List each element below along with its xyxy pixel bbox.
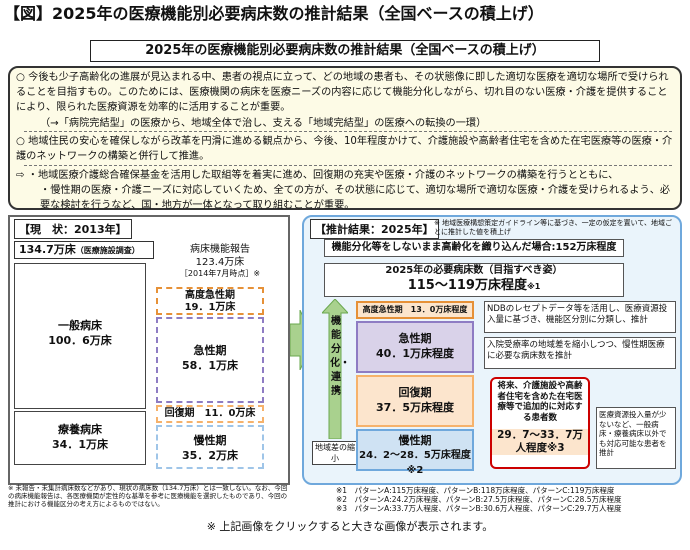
- low-resource-note: 医療資源投入量が少ないなど、一般病床・療養病床以外でも対応可能な患者を推計: [596, 407, 676, 469]
- home-care-value: 29．7～33．7万人程度※3: [492, 429, 588, 455]
- current-total-value: 134.7万床: [19, 243, 76, 256]
- policy-text-2: 地域住民の安心を確保しながら改革を円滑に進める観点から、今後、10年程度かけて、…: [16, 136, 673, 162]
- current-kyusei-label: 急性期: [193, 344, 227, 357]
- current-total-note: （医療施設調査）: [75, 246, 140, 255]
- report-title: 病床機能報告: [190, 244, 250, 255]
- ryoyo-bed-bar: 療養病床 34．1万床: [14, 411, 146, 465]
- policy-text-1: 今後も少子高齢化の進展が見込まれる中、患者の視点に立って、どの地域の患者も、その…: [16, 72, 669, 113]
- regional-gap-label: 地域差の縮小: [312, 441, 358, 465]
- estimate-kaifuku-value: 37．5万床程度: [376, 401, 454, 414]
- divider: [24, 131, 672, 132]
- estimate-kaifuku-bar: 回復期 37．5万床程度: [356, 375, 474, 427]
- current-header: 【現 状：2013年】: [14, 219, 132, 239]
- current-mansei-value: 35．2万床: [182, 449, 238, 462]
- home-care-title: 将来、介護施設や高齢者住宅を含めた在宅医療等で追加的に対応する患者数: [497, 381, 583, 423]
- note-1: ※1 パターンA:115万床程度、パターンB:118万床程度、パターンC:119…: [336, 486, 615, 495]
- current-kaifuku-bar: 回復期 11．0万床: [156, 405, 264, 423]
- ryoyo-bed-value: 34．1万床: [52, 438, 108, 451]
- policy-text-3b: 慢性期の医療・介護ニーズに対応していくため、全ての方が、その状態に応じて、適切な…: [40, 185, 671, 211]
- report-date: ［2014年7月時点］※: [179, 269, 261, 278]
- current-footnote: ※ 未報告・未集計病床数などがあり、現状の病床数（134.7万床）とは一致しない…: [8, 484, 288, 508]
- estimate-mansei-bar: 慢性期 24．2～28．5万床程度※2: [356, 429, 474, 476]
- report-value: 123.4万床: [195, 257, 245, 268]
- target-total: 2025年の必要病床数（目指すべき姿） 115～119万床程度※1: [324, 263, 624, 297]
- policy-text-3a: 地域医療介護総合確保基金を活用した取組等を着実に進め、回復期の充実や医療・介護の…: [37, 170, 619, 181]
- current-mansei-bar: 慢性期 35．2万床: [156, 425, 264, 469]
- current-kodo-value: 19．1万床: [184, 302, 236, 313]
- current-kodo-label: 高度急性期: [185, 290, 235, 301]
- estimate-kyusei-value: 40．1万床程度: [376, 347, 454, 360]
- estimate-panel: 【推計結果：2025年】 ※ 地域医療構想策定ガイドライン等に基づき、一定の仮定…: [302, 215, 682, 485]
- estimate-kyusei-label: 急性期: [398, 332, 432, 345]
- estimate-mansei-value: 24．2～28．5万床程度※2: [359, 450, 471, 476]
- target-value: 115～119万床程度: [407, 278, 527, 293]
- integration-arrow-label: 機能分化・連携: [330, 316, 350, 397]
- target-note: ※1: [526, 282, 541, 291]
- no-change-estimate: 機能分化等をしないまま高齢化を織り込んだ場合:152万床程度: [324, 239, 624, 257]
- report-label: 病床機能報告 123.4万床 ［2014年7月時点］※: [158, 243, 282, 279]
- home-care-box: 将来、介護施設や高齢者住宅を含めた在宅医療等で追加的に対応する患者数 29．7～…: [490, 377, 590, 469]
- policy-paragraph-3b: ・慢性期の医療・介護ニーズに対応していくため、全ての方が、その状態に応じて、適切…: [40, 185, 671, 211]
- policy-paragraph-2: ○ 地域住民の安心を確保しながら改革を円滑に進める観点から、今後、10年程度かけ…: [16, 134, 676, 164]
- figure-title: 【図】2025年の医療機能別必要病床数の推計結果（全国ベースの積上げ）: [4, 4, 544, 23]
- circle-bullet-icon: ○: [16, 72, 29, 83]
- estimate-notes: ※1 パターンA:115万床程度、パターンB:118万床程度、パターンC:119…: [336, 486, 682, 513]
- policy-paragraph-1: ○ 今後も少子高齢化の進展が見込まれる中、患者の視点に立って、どの地域の患者も、…: [16, 70, 676, 115]
- current-mansei-label: 慢性期: [193, 434, 227, 447]
- estimate-mansei-label: 慢性期: [398, 434, 432, 447]
- current-total: 134.7万床（医療施設調査）: [14, 241, 154, 259]
- current-kyusei-value: 58．1万床: [182, 359, 238, 372]
- target-title: 2025年の必要病床数（目指すべき姿）: [385, 265, 563, 276]
- policy-paragraph-3: ⇨ ・地域医療介護総合確保基金を活用した取組等を着実に進め、回復期の充実や医療・…: [16, 168, 676, 183]
- general-bed-bar: 一般病床 100．6万床: [14, 263, 146, 409]
- estimate-header-note: ※ 地域医療構想策定ガイドライン等に基づき、一定の仮定を置いて、地域ごとに推計し…: [434, 219, 673, 236]
- current-kyusei-bar: 急性期 58．1万床: [156, 317, 264, 403]
- diagram-subtitle: 2025年の医療機能別必要病床数の推計結果（全国ベースの積上げ）: [90, 40, 600, 62]
- policy-sub-text: （→「病院完結型」の医療から、地域全体で治し、支える「地域完結型」の医療への転換…: [40, 118, 487, 129]
- enlarge-caption[interactable]: ※ 上記画像をクリックすると大きな画像が表示されます。: [206, 520, 494, 533]
- note-3: ※3 パターンA:33.7万人程度、パターンB:30.6万人程度、パターンC:2…: [336, 504, 622, 513]
- note-2: ※2 パターンA:24.2万床程度、パターンB:27.5万床程度、パターンC:2…: [336, 495, 622, 504]
- estimate-kaifuku-label: 回復期: [398, 386, 432, 399]
- inpatient-note: 入院受療率の地域差を縮小しつつ、慢性期医療に必要な病床数を推計: [484, 337, 676, 369]
- integration-arrow-icon: [322, 299, 348, 439]
- circle-bullet-icon: ○: [16, 136, 29, 147]
- general-bed-label: 一般病床: [58, 319, 102, 332]
- estimate-header: 【推計結果：2025年】: [310, 219, 439, 239]
- ndb-note: NDBのレセプトデータ等を活用し、医療資源投入量に基づき、機能区分別に分類し、推…: [484, 301, 676, 333]
- estimate-kyusei-bar: 急性期 40．1万床程度: [356, 321, 474, 373]
- current-panel: 【現 状：2013年】 134.7万床（医療施設調査） 一般病床 100．6万床…: [8, 215, 290, 485]
- ryoyo-bed-label: 療養病床: [58, 423, 102, 436]
- estimate-kodo-bar: 高度急性期 13．0万床程度: [356, 301, 474, 319]
- general-bed-value: 100．6万床: [48, 334, 112, 347]
- current-kodo-bar: 高度急性期 19．1万床: [156, 287, 264, 315]
- policy-box: ○ 今後も少子高齢化の進展が見込まれる中、患者の視点に立って、どの地域の患者も、…: [8, 66, 682, 211]
- arrow-bullet-icon: ⇨ ・: [16, 170, 38, 181]
- divider: [24, 165, 672, 166]
